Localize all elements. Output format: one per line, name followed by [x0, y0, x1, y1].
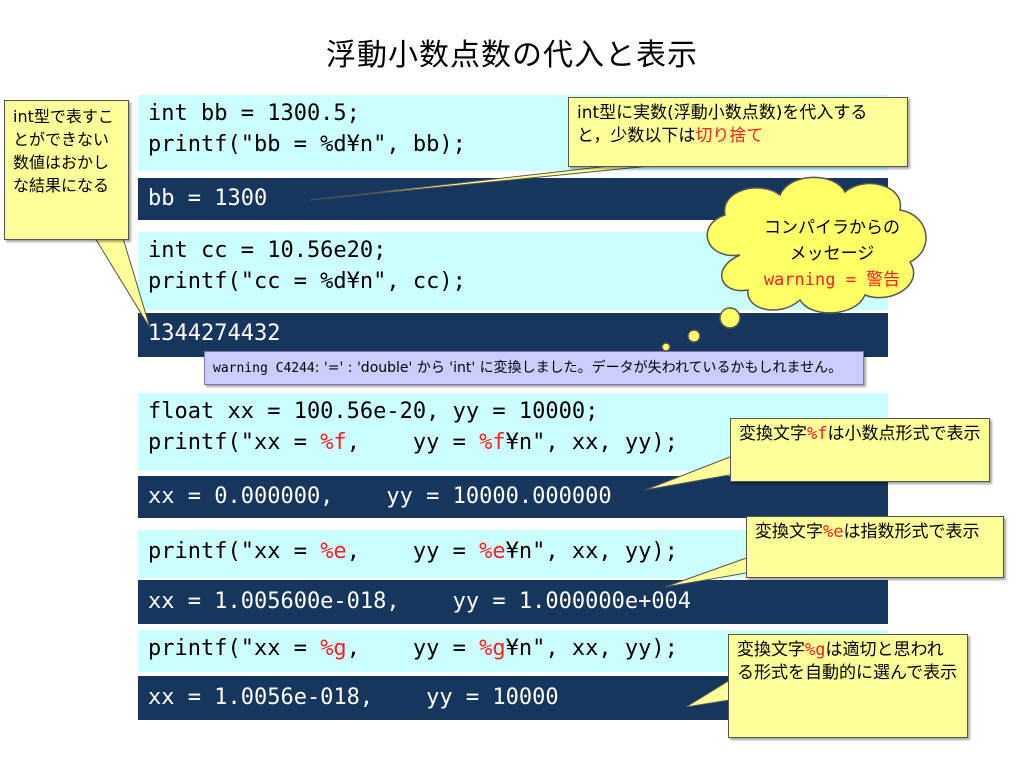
cloud-line: メッセージ [789, 244, 875, 264]
callout-format-e: 変換文字%eは指数形式で表示 [746, 516, 1004, 578]
code-line: int cc = 10.56e20; [148, 238, 387, 263]
callout-tail-g [685, 679, 731, 708]
cloud-line-warning: warning = 警告 [763, 270, 901, 290]
output-cc: 1344274432 [138, 313, 888, 357]
code-line-printf-g: printf("xx = %g, yy = %g¥n", xx, yy); [148, 636, 678, 661]
callout-tail-left [94, 237, 151, 329]
cloud-callout-text: コンパイラからの メッセージ warning = 警告 [732, 215, 932, 293]
format-specifier: %g [805, 640, 826, 660]
output-e: xx = 1.005600e-018, yy = 1.000000e+004 [138, 580, 888, 624]
format-specifier: %f [479, 430, 506, 455]
page-title: 浮動小数点数の代入と表示 [326, 38, 698, 73]
code-line: printf("bb = %d¥n", bb); [148, 132, 466, 157]
warning-code: warning C4244 [213, 361, 315, 376]
callout-format-g: 変換文字%gは適切と思われる形式を自動的に選んで表示 [728, 634, 968, 738]
callout-format-f: 変換文字%fは小数点形式で表示 [730, 418, 990, 482]
cloud-line: コンパイラからの [764, 218, 900, 238]
code-line-printf-f: printf("xx = %f, yy = %f¥n", xx, yy); [148, 430, 678, 455]
format-specifier: %g [479, 636, 506, 661]
format-specifier: %e [479, 539, 506, 564]
code-line: printf("cc = %d¥n", cc); [148, 269, 466, 294]
callout-tail-e [664, 555, 753, 588]
output-f: xx = 0.000000, yy = 10000.000000 [138, 476, 888, 518]
format-specifier: %e [320, 539, 347, 564]
format-specifier: %g [320, 636, 347, 661]
code-line: int bb = 1300.5; [148, 101, 360, 126]
compiler-warning-message: warning C4244: '=' : 'double' から 'int' に… [204, 351, 864, 385]
callout-tail-f [644, 454, 736, 491]
highlight-text: 切り捨て [695, 126, 764, 146]
format-specifier: %e [823, 522, 844, 542]
callout-int-overflow: int型で表すことができない数値はおかしな結果になる [4, 100, 129, 240]
cloud-shape [661, 176, 927, 352]
callout-truncation: int型に実数(浮動小数点数)を代入すると，少数以下は切り捨て [568, 97, 908, 167]
code-line-printf-e: printf("xx = %e, yy = %e¥n", xx, yy); [148, 539, 678, 564]
format-specifier: %f [320, 430, 347, 455]
warning-text: : '=' : 'double' から 'int' に変換しました。データが失わ… [314, 360, 843, 376]
code-line: float xx = 100.56e-20, yy = 10000; [148, 399, 599, 424]
format-specifier: %f [807, 424, 828, 444]
callout-tail-top [309, 164, 661, 201]
